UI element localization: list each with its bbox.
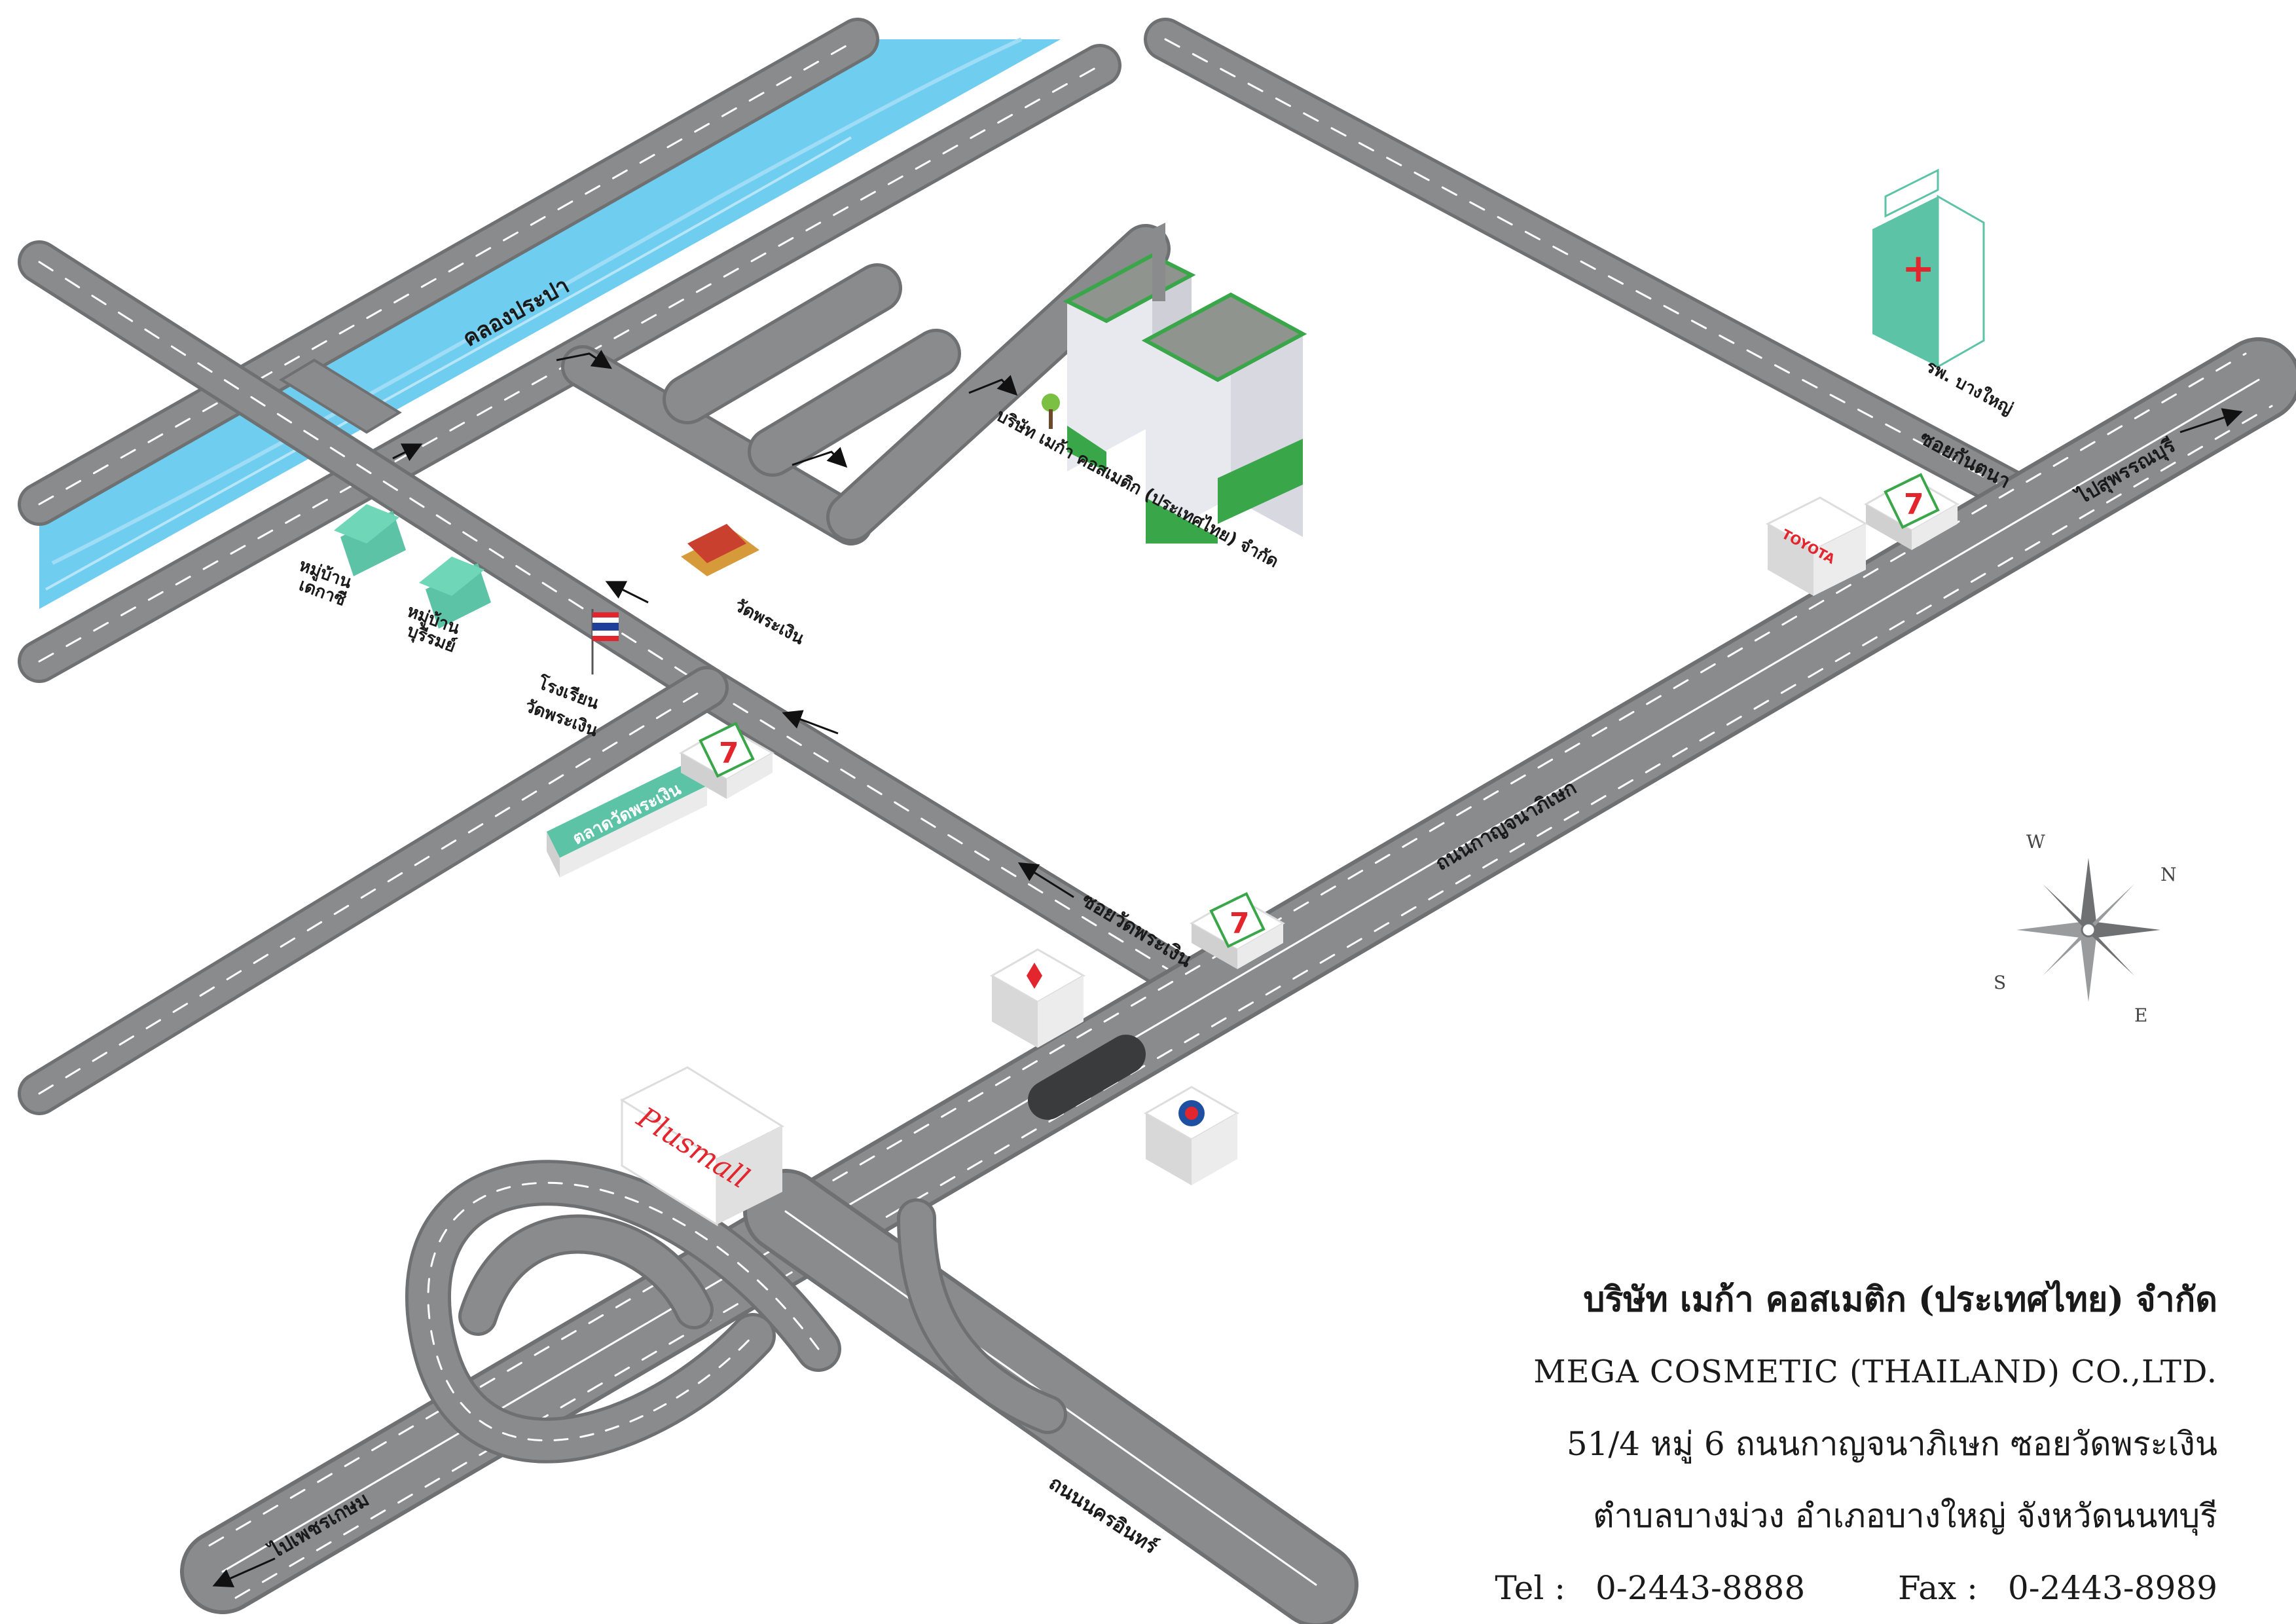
toyota-dealer	[1765, 496, 1868, 596]
tel-label: Tel :	[1495, 1569, 1566, 1607]
contact-line: Tel : 0-2443-8888 Fax : 0-2443-8989	[1432, 1552, 2217, 1624]
school-flag-icon	[591, 609, 619, 674]
gas-station	[1143, 1086, 1240, 1185]
seven-eleven-3	[1863, 473, 1960, 550]
company-building	[1042, 223, 1307, 544]
bridge	[279, 358, 402, 434]
seven-eleven-1	[678, 722, 775, 799]
fax-number: 0-2443-8989	[2007, 1569, 2217, 1607]
plusmall	[619, 1066, 785, 1227]
svg-text:+: +	[1902, 246, 1935, 291]
seven-eleven-2	[1189, 892, 1286, 969]
compass-e: E	[2134, 1005, 2147, 1026]
fax-label: Fax :	[1897, 1569, 1978, 1607]
company-name-en: MEGA COSMETIC (THAILAND) CO.,LTD.	[1533, 1354, 2217, 1390]
market	[547, 760, 707, 877]
road-network	[18, 18, 2296, 1624]
compass-w: W	[2026, 831, 2045, 853]
compass-icon	[2016, 858, 2160, 1002]
compass-n: N	[2160, 864, 2177, 885]
tel-number: 0-2443-8888	[1595, 1569, 1806, 1607]
compass-s: S	[1994, 972, 2006, 993]
seven-eleven-1-logo: 7	[719, 737, 739, 770]
seven-eleven-2-logo: 7	[1230, 907, 1250, 940]
direction-arrows	[212, 350, 2243, 1587]
temple	[681, 524, 759, 576]
hospital: +	[1872, 168, 1985, 369]
hospital-label: รพ. บางใหญ่	[1923, 356, 2016, 419]
seven-eleven-3-logo: 7	[1904, 488, 1924, 521]
company-name-th: บริษัท เมก้า คอสเมติก (ประเทศไทย) จำกัด	[1583, 1280, 2217, 1320]
temple-label: วัดพระเงิน	[731, 596, 808, 649]
address-line-1: 51/4 หมู่ 6 ถนนกาญจนาภิเษก ซอยวัดพระเงิน	[1566, 1425, 2217, 1463]
mitsubishi-dealer	[989, 948, 1086, 1048]
company-info: บริษัท เมก้า คอสเมติก (ประเทศไทย) จำกัด …	[1432, 1264, 2217, 1624]
village-houses	[334, 504, 491, 629]
canal	[39, 37, 1061, 609]
address-line-2: ตำบลบางม่วง อำเภอบางใหญ่ จังหวัดนนทบุรี	[1593, 1497, 2217, 1535]
